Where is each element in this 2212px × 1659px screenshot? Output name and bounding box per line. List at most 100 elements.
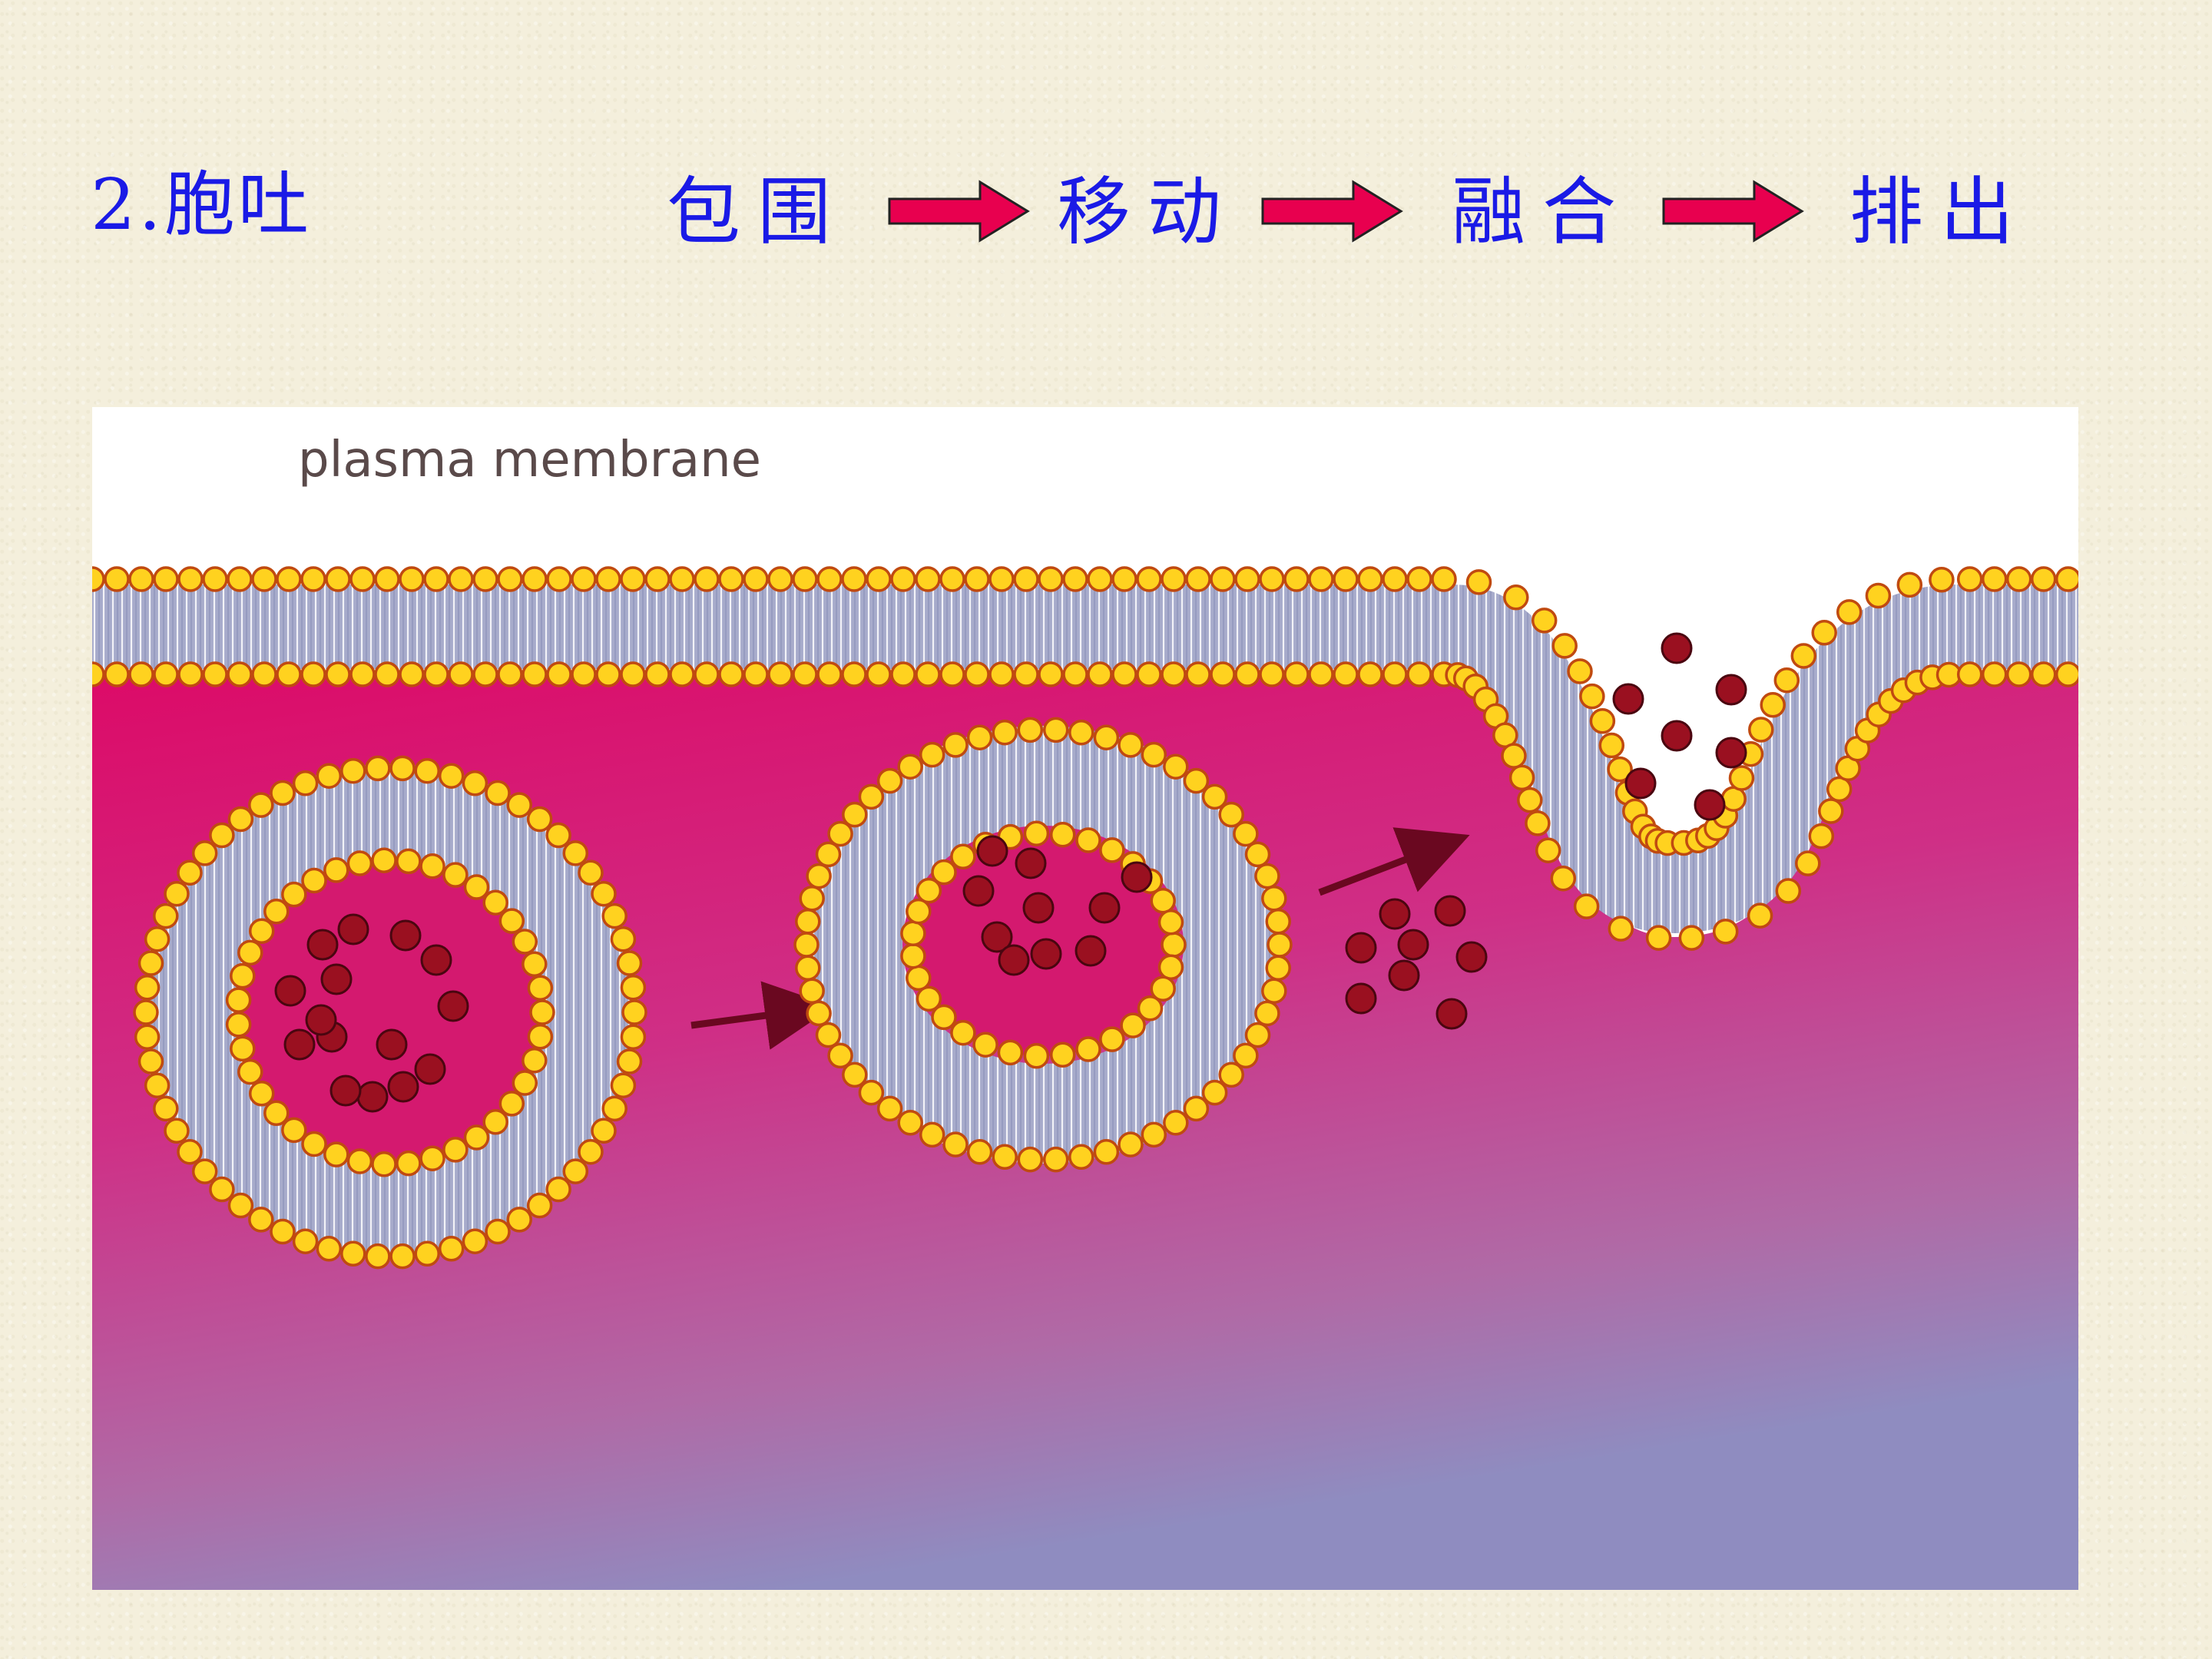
lipid-head	[1236, 663, 1259, 686]
lipid-head	[277, 568, 300, 591]
lipid-head	[974, 1033, 997, 1056]
lipid-head	[1359, 568, 1382, 591]
lipid-head	[1064, 663, 1087, 686]
lipid-head	[1045, 1148, 1068, 1171]
lipid-head	[1575, 895, 1598, 918]
lipid-head	[843, 803, 866, 826]
lipid-head	[265, 900, 288, 923]
lipid-head	[817, 1024, 840, 1047]
lipid-head	[993, 1145, 1016, 1168]
lipid-head	[154, 568, 177, 591]
lipid-head	[793, 663, 816, 686]
lipid-head	[1285, 663, 1308, 686]
secretion-particle	[1662, 634, 1691, 663]
lipid-head	[769, 663, 792, 686]
lipid-head	[990, 568, 1013, 591]
lipid-head	[440, 764, 463, 787]
lipid-head	[1983, 568, 2006, 591]
secretion-particle	[999, 945, 1028, 975]
lipid-head	[1204, 1081, 1227, 1104]
lipid-head	[818, 663, 841, 686]
secretion-particle	[1662, 721, 1691, 750]
lipid-head	[597, 568, 620, 591]
lipid-head	[1160, 911, 1183, 934]
lipid-head	[294, 772, 317, 795]
lipid-head	[579, 861, 602, 884]
lipid-head	[695, 663, 718, 686]
lipid-head	[416, 760, 439, 783]
lipid-head	[294, 1230, 317, 1253]
lipid-head	[444, 863, 467, 886]
lipid-head	[829, 1044, 852, 1067]
lipid-head	[1775, 669, 1798, 692]
lipid-head	[843, 663, 866, 686]
lipid-head	[1070, 1145, 1093, 1168]
lipid-head	[1813, 621, 1836, 644]
lipid-head	[1184, 1097, 1207, 1120]
lipid-head	[892, 663, 915, 686]
lipid-head	[907, 966, 930, 989]
lipid-head	[154, 1097, 177, 1120]
secretion-particle	[1626, 769, 1655, 798]
lipid-head	[623, 1001, 646, 1024]
secretion-particle	[1614, 684, 1643, 714]
lipid-head	[1101, 1028, 1124, 1051]
lipid-head	[916, 568, 939, 591]
lipid-head	[1187, 568, 1210, 591]
lipid-head	[618, 1050, 641, 1073]
lipid-head	[1064, 568, 1087, 591]
lipid-head	[1820, 800, 1843, 823]
secretion-particle	[1016, 849, 1045, 878]
secretory-vesicle-moving	[795, 718, 1291, 1171]
lipid-head	[1256, 1002, 1279, 1025]
lipid-head	[250, 793, 273, 816]
lipid-head	[1039, 663, 1062, 686]
lipid-head	[867, 663, 890, 686]
lipid-head	[1581, 685, 1604, 708]
lipid-head	[597, 663, 620, 686]
lipid-head	[941, 568, 964, 591]
lipid-head	[1761, 694, 1784, 717]
lipid-head	[1553, 634, 1576, 657]
lipid-head	[1359, 663, 1382, 686]
lipid-head	[1959, 568, 1982, 591]
lipid-head	[500, 1092, 523, 1115]
secretion-particle	[978, 836, 1007, 866]
lipid-head	[253, 663, 276, 686]
lipid-head	[1101, 839, 1124, 862]
lipid-head	[1285, 568, 1308, 591]
lipid-head	[1537, 839, 1560, 862]
lipid-head	[498, 663, 522, 686]
lipid-head	[231, 965, 254, 988]
lipid-head	[444, 1138, 467, 1161]
lipid-head	[646, 663, 669, 686]
secretion-particle	[285, 1030, 314, 1059]
lipid-head	[325, 859, 348, 882]
lipid-head	[944, 1133, 967, 1156]
secretion-particle	[964, 876, 993, 906]
lipid-head	[859, 1081, 882, 1104]
lipid-head	[397, 849, 420, 873]
lipid-head	[523, 952, 546, 975]
lipid-head	[548, 663, 571, 686]
lipid-head	[425, 663, 448, 686]
lipid-head	[210, 824, 233, 847]
secretion-particle	[1380, 899, 1409, 929]
lipid-head	[486, 1220, 509, 1243]
lipid-head	[391, 757, 414, 780]
lipid-head	[204, 568, 227, 591]
step-fuse: 融合	[1452, 152, 1633, 259]
lipid-head	[1142, 743, 1165, 767]
lipid-head	[1383, 663, 1406, 686]
lipid-head	[1018, 718, 1041, 741]
lipid-head	[1162, 663, 1185, 686]
lipid-head	[513, 930, 536, 953]
lipid-head	[1468, 571, 1491, 594]
lipid-head	[136, 976, 159, 999]
secretion-particle	[1389, 961, 1419, 990]
lipid-head	[2008, 663, 2031, 686]
lipid-head	[1051, 823, 1075, 846]
lipid-head	[528, 1025, 551, 1048]
lipid-head	[373, 849, 396, 872]
lipid-head	[921, 743, 944, 767]
